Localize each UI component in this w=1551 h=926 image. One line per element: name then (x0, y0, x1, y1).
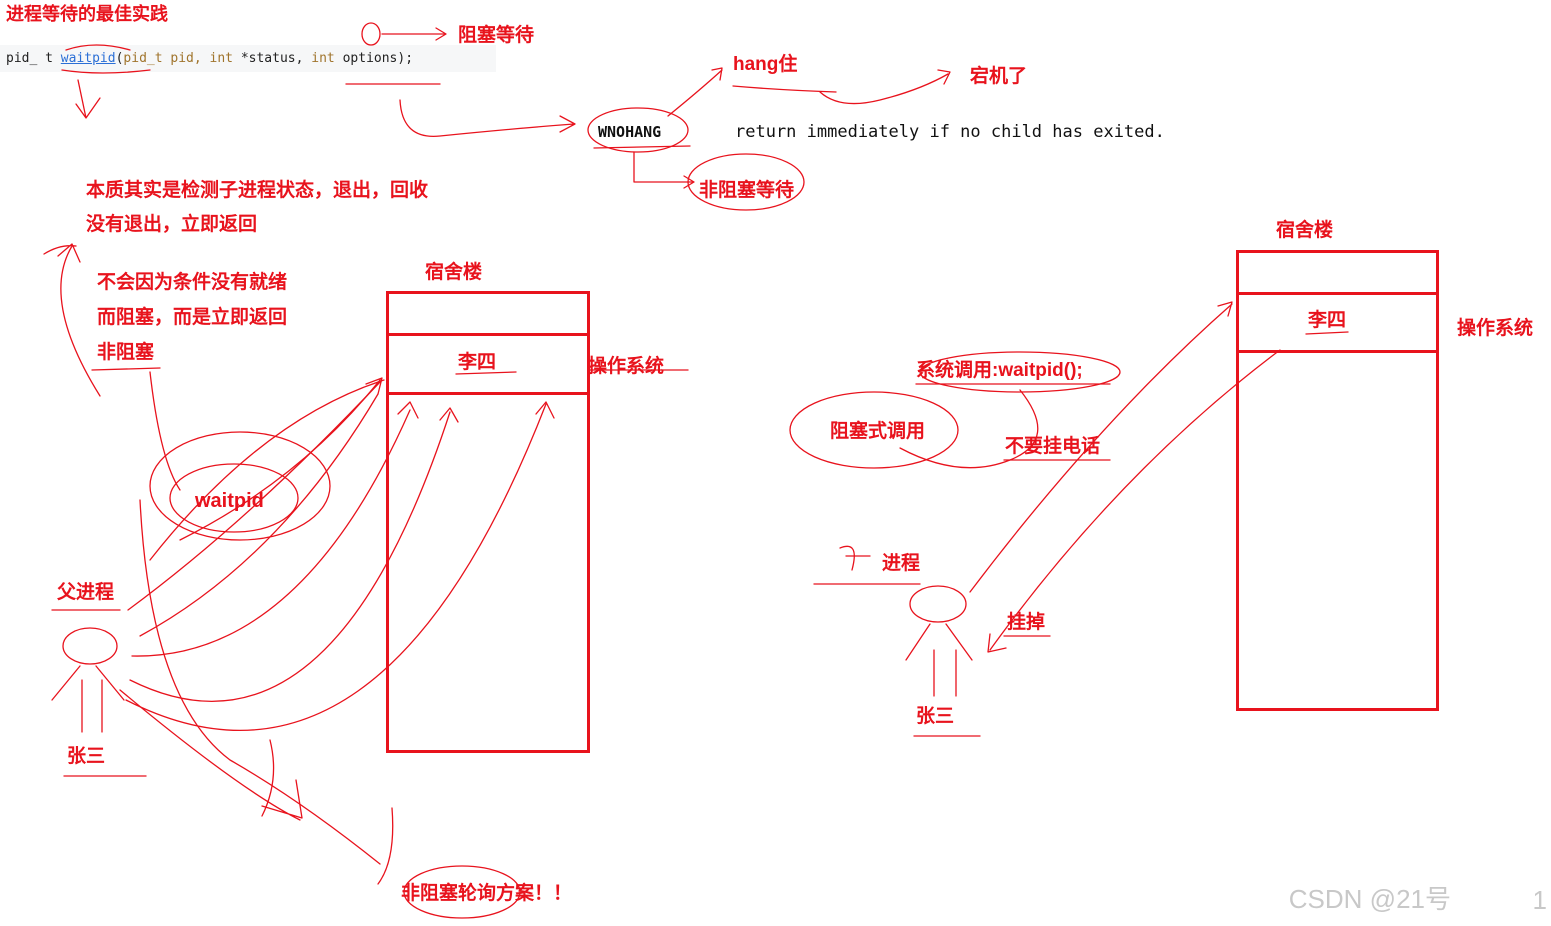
left-curve-arrow (43, 243, 101, 397)
label-nonblocking-wait: 非阻塞等待 (699, 180, 795, 201)
right-dorm-label: 宿舍楼 (1276, 220, 1334, 241)
left-waitpid-label: waitpid (195, 490, 264, 512)
polling-label: 非阻塞轮询方案！！ (401, 883, 573, 904)
right-person-inside: 李四 (1308, 310, 1347, 331)
code-paren: ( (115, 51, 124, 66)
wnohang-circle (587, 107, 689, 153)
code-arg-status: *status, (233, 51, 312, 66)
polling-circle (403, 865, 521, 919)
options-to-wnohang-arrow (399, 99, 576, 137)
dorm-underline-right (1305, 331, 1349, 335)
call-arrow-2 (139, 393, 379, 637)
left-dorm-building (386, 291, 590, 753)
nonblocking-arrow (633, 151, 695, 189)
left-dorm-room (386, 333, 590, 395)
request-arrow (969, 301, 1233, 593)
return-arrow-2 (261, 739, 275, 817)
essence-line-1: 本质其实是检测子进程状态，退出，回收 (86, 180, 429, 201)
code-arg-options: options); (334, 51, 414, 66)
explain-line-3: 非阻塞 (97, 342, 155, 363)
label-crash: 宕机了 (970, 66, 1028, 87)
explain-line-2: 而阻塞，而是立即返回 (97, 307, 288, 328)
blocking-circle (361, 22, 381, 46)
code-keyword-int: int (209, 51, 233, 66)
right-process-label: 进程 (882, 553, 921, 574)
code-function-name: waitpid (60, 51, 116, 66)
right-dorm-building (1236, 250, 1439, 711)
dorm-underline-left (455, 371, 517, 375)
down-arrow-left (75, 79, 101, 119)
call-arrow-6 (149, 379, 385, 561)
label-blocking-wait: 阻塞等待 (458, 25, 535, 46)
left-os-label: 操作系统 (588, 356, 665, 377)
right-person-outside: 张三 (916, 706, 955, 727)
code-keyword-int: int (311, 51, 335, 66)
call-arrow-3 (131, 401, 419, 657)
right-os-label: 操作系统 (1457, 318, 1534, 339)
syscall-circle (919, 351, 1121, 393)
left-dorm-label: 宿舍楼 (425, 262, 483, 283)
right-dorm-room (1236, 292, 1439, 353)
page-number: 1 (1532, 885, 1547, 915)
call-arrow-5 (125, 401, 555, 732)
code-return-type: pid_ t (6, 51, 61, 66)
code-arg-pid: pid_t pid, (123, 51, 210, 66)
return-arrow-1 (179, 379, 381, 541)
explain-line-1: 不会因为条件没有就绪 (97, 272, 288, 293)
waitpid-underline (61, 44, 151, 74)
explain-to-waitpid (149, 371, 181, 491)
call-arrow-8 (119, 689, 303, 821)
left-person-inside: 李四 (458, 352, 497, 373)
blocking-arrow (381, 27, 447, 41)
process-body (905, 623, 973, 697)
parent-process-label: 父进程 (57, 582, 115, 603)
hang-arrow (667, 67, 723, 117)
waitpid-circle-outer (149, 431, 331, 541)
left-person-outside: 张三 (67, 746, 106, 767)
process-scribble (839, 545, 871, 571)
parent-process-body (51, 665, 125, 733)
hangup-arrow (987, 349, 1281, 653)
hang-up-label: 挂掉 (1007, 612, 1046, 633)
essence-line-2: 没有退出，立即返回 (86, 214, 258, 235)
dont-hang-up-label: 不要挂电话 (1005, 436, 1101, 457)
waitpid-circle (169, 463, 299, 533)
call-arrow-7 (139, 499, 381, 865)
watermark: CSDN @21号 (1288, 884, 1451, 914)
blocking-call-circle (789, 391, 959, 469)
label-wnohang: WNOHANG (598, 123, 662, 141)
page-title: 进程等待的最佳实践 (6, 4, 168, 24)
label-hang: hang住 (733, 54, 798, 75)
wnohang-underline (593, 145, 691, 149)
crash-arrow (819, 69, 951, 105)
label-wnohang-desc: return immediately if no child has exite… (735, 122, 1165, 142)
call-arrow-4 (129, 407, 459, 703)
waitpid-signature: pid_ t waitpid(pid_t pid, int *status, i… (0, 45, 496, 72)
call-arrow-1 (127, 377, 383, 611)
nonblock-underline (91, 367, 161, 371)
blocking-to-hang-curve (899, 389, 1039, 469)
polling-arrow (377, 807, 394, 885)
hang-underline (732, 85, 837, 93)
parent-process-head (62, 627, 118, 665)
process-head (909, 585, 967, 623)
nonblocking-circle (687, 153, 805, 211)
blocking-call-label: 阻塞式调用 (830, 421, 926, 442)
syscall-label: 系统调用:waitpid(); (916, 360, 1083, 381)
